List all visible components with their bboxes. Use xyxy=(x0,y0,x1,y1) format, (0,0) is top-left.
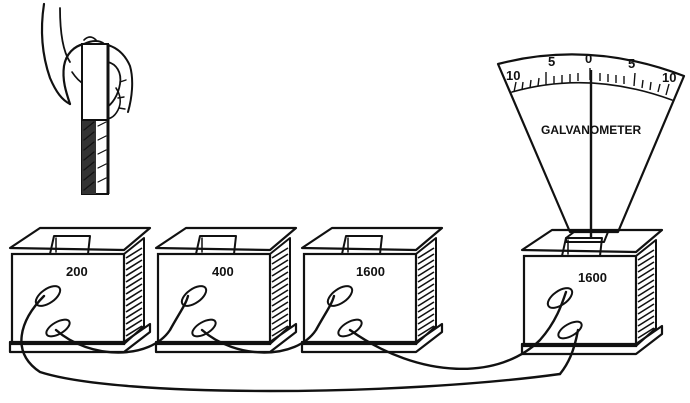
scale-label-right-10: 10 xyxy=(662,70,676,85)
hand-with-magnet xyxy=(40,2,134,120)
coil-2-turns-label: 400 xyxy=(212,264,234,279)
coil-3-turns-label: 1600 xyxy=(356,264,385,279)
galvanometer-scale-ticks xyxy=(513,68,670,96)
bar-magnet xyxy=(81,43,110,195)
scale-label-left-10: 10 xyxy=(506,68,520,83)
coil-4-turns-label: 1600 xyxy=(578,270,607,285)
coil-1: 200 xyxy=(8,226,152,354)
connecting-wires xyxy=(20,290,580,393)
scale-label-zero: 0 xyxy=(585,51,592,66)
coil-3: 1600 xyxy=(300,226,444,354)
galvanometer: 10 5 0 5 10 GALVANOMETER xyxy=(496,51,686,243)
coil-1-turns-label: 200 xyxy=(66,264,88,279)
scale-label-left-5: 5 xyxy=(548,54,555,69)
coil-4: 1600 xyxy=(520,228,664,356)
scale-label-right-5: 5 xyxy=(628,56,635,71)
galvanometer-title: GALVANOMETER xyxy=(541,123,642,137)
coil-2: 400 xyxy=(154,226,298,354)
